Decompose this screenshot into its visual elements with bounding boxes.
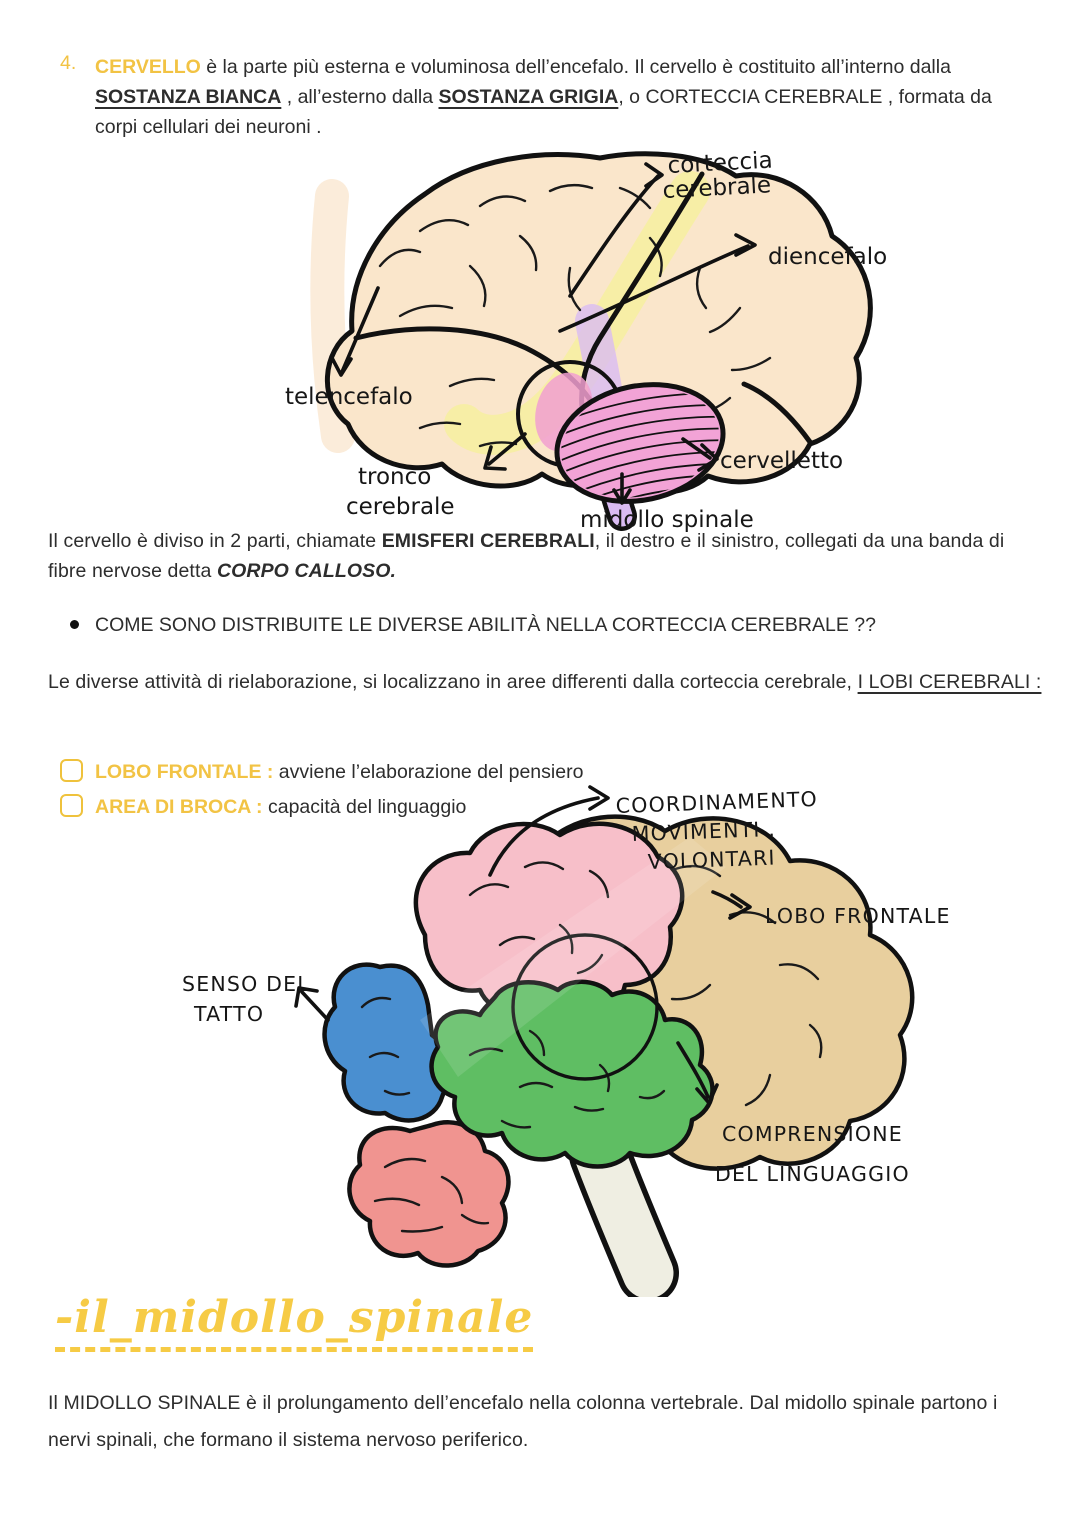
label-corteccia-line1: corteccia bbox=[667, 148, 773, 179]
checklist-item-lobo-frontale: LOBO FRONTALE : avviene l’elaborazione d… bbox=[60, 759, 583, 784]
label-telencefalo: telencefalo bbox=[285, 384, 413, 410]
arrow-to-cervelletto bbox=[681, 437, 719, 472]
section-heading-midollo-spinale: -il_midollo_spinale bbox=[55, 1292, 534, 1352]
checklist-desc: avviene l’elaborazione del pensiero bbox=[273, 761, 584, 783]
term-corpo-calloso: CORPO CALLOSO. bbox=[216, 559, 397, 582]
label-senso-line1: SENSO DEL bbox=[182, 972, 310, 996]
brain-diagram-lobi: COORDINAMENTO MOVIMENTI . VOLONTARI LOBO… bbox=[182, 785, 951, 1297]
arrow-to-comprensione bbox=[676, 1041, 719, 1105]
term-lobi-cerebrali: I LOBI CEREBRALI : bbox=[857, 671, 1042, 693]
checklist-label: AREA DI BROCA : bbox=[95, 796, 263, 818]
broca-circle-outline bbox=[511, 933, 659, 1081]
text-segment: è la parte più esterna e voluminosa dell… bbox=[200, 56, 951, 78]
checkbox-icon[interactable] bbox=[60, 794, 83, 817]
arrow-to-telencefalo bbox=[330, 286, 380, 377]
temporal-squiggles bbox=[468, 1029, 666, 1129]
brain-diagram-encefalo: corteccia cerebrale diencefalo telencefa… bbox=[285, 148, 887, 533]
label-diencefalo: diencefalo bbox=[768, 244, 887, 270]
gyri-squiggles bbox=[378, 183, 772, 448]
text-segment: , o CORTECCIA CEREBRALE , formata da cor… bbox=[95, 86, 992, 139]
checklist-desc: capacità del linguaggio bbox=[262, 796, 467, 818]
cerebellum bbox=[550, 380, 730, 512]
brainstem bbox=[574, 1129, 674, 1297]
intro-text: CERVELLO è la parte più esterna e volumi… bbox=[95, 52, 1000, 143]
text-segment: Il cervello è diviso in 2 parti, chiamat… bbox=[48, 530, 382, 552]
paragraph-lobi: Le diverse attività di rielaborazione, s… bbox=[48, 668, 1048, 698]
term-sostanza-bianca: SOSTANZA BIANCA bbox=[95, 86, 282, 109]
arrow-senso-tatto bbox=[294, 986, 330, 1022]
bullet-question: COME SONO DISTRIBUITE LE DIVERSE ABILITÀ… bbox=[70, 614, 1010, 637]
label-comprensione-line2: DEL LINGUAGGIO bbox=[715, 1162, 910, 1186]
label-coordinamento-line1: COORDINAMENTO bbox=[615, 787, 818, 818]
gloss-highlight bbox=[420, 837, 726, 1077]
touch-squiggles bbox=[360, 996, 411, 1096]
text-segment: , all’esterno dalla bbox=[281, 86, 439, 109]
text-segment: Le diverse attività di rielaborazione, s… bbox=[48, 671, 858, 693]
label-coordinamento-line2: MOVIMENTI . bbox=[631, 817, 776, 846]
arrow-to-tronco bbox=[483, 432, 527, 471]
arrow-to-corteccia bbox=[568, 174, 660, 298]
arrow-to-midollo bbox=[612, 472, 632, 505]
label-comprensione-line1: COMPRENSIONE bbox=[722, 1122, 903, 1146]
paragraph-midollo-spinale: Il MIDOLLO SPINALE è il prolungamento de… bbox=[48, 1392, 998, 1452]
checkbox-icon[interactable] bbox=[60, 759, 83, 782]
label-senso-line2: TATTO bbox=[193, 1002, 264, 1026]
bullet-dot-icon bbox=[70, 620, 79, 629]
label-cervelletto: cervelletto bbox=[720, 448, 843, 474]
lobe-occipital bbox=[347, 1120, 511, 1268]
arrowhead-corteccia bbox=[644, 162, 664, 188]
term-sostanza-grigia: SOSTANZA GRIGIA bbox=[438, 86, 619, 109]
label-corteccia-line2: cerebrale bbox=[662, 172, 772, 204]
paragraph-emisferi: Il cervello è diviso in 2 parti, chiamat… bbox=[48, 527, 1043, 586]
label-tronco-line1: tronco bbox=[358, 464, 431, 490]
label-tronco-line2: cerebrale bbox=[346, 494, 455, 520]
question-text: COME SONO DISTRIBUITE LE DIVERSE ABILITÀ… bbox=[95, 614, 876, 636]
term-emisferi-cerebrali: EMISFERI CEREBRALI bbox=[381, 530, 595, 552]
arrowhead-diencefalo bbox=[734, 233, 757, 257]
occipital-squiggles bbox=[373, 1157, 490, 1233]
label-midollo-spinale: midollo spinale bbox=[580, 507, 754, 533]
occipital-line bbox=[741, 381, 813, 445]
list-number: 4. bbox=[60, 52, 77, 74]
keyword-cervello: CERVELLO bbox=[95, 56, 201, 78]
label-lobo-frontale: LOBO FRONTALE bbox=[765, 904, 951, 928]
checklist-item-area-di-broca: AREA DI BROCA : capacità del linguaggio bbox=[60, 794, 466, 819]
lobe-touch bbox=[322, 962, 450, 1123]
arrow-to-lobo-frontale bbox=[711, 890, 752, 920]
arrow-to-diencefalo bbox=[558, 244, 750, 333]
arrow-to-coordinamento bbox=[488, 785, 610, 877]
text-segment: , il destro e il sinistro, collegati da … bbox=[48, 530, 1005, 582]
label-coordinamento-line3: VOLONTARI bbox=[647, 846, 776, 874]
checklist-label: LOBO FRONTALE : bbox=[95, 761, 274, 783]
